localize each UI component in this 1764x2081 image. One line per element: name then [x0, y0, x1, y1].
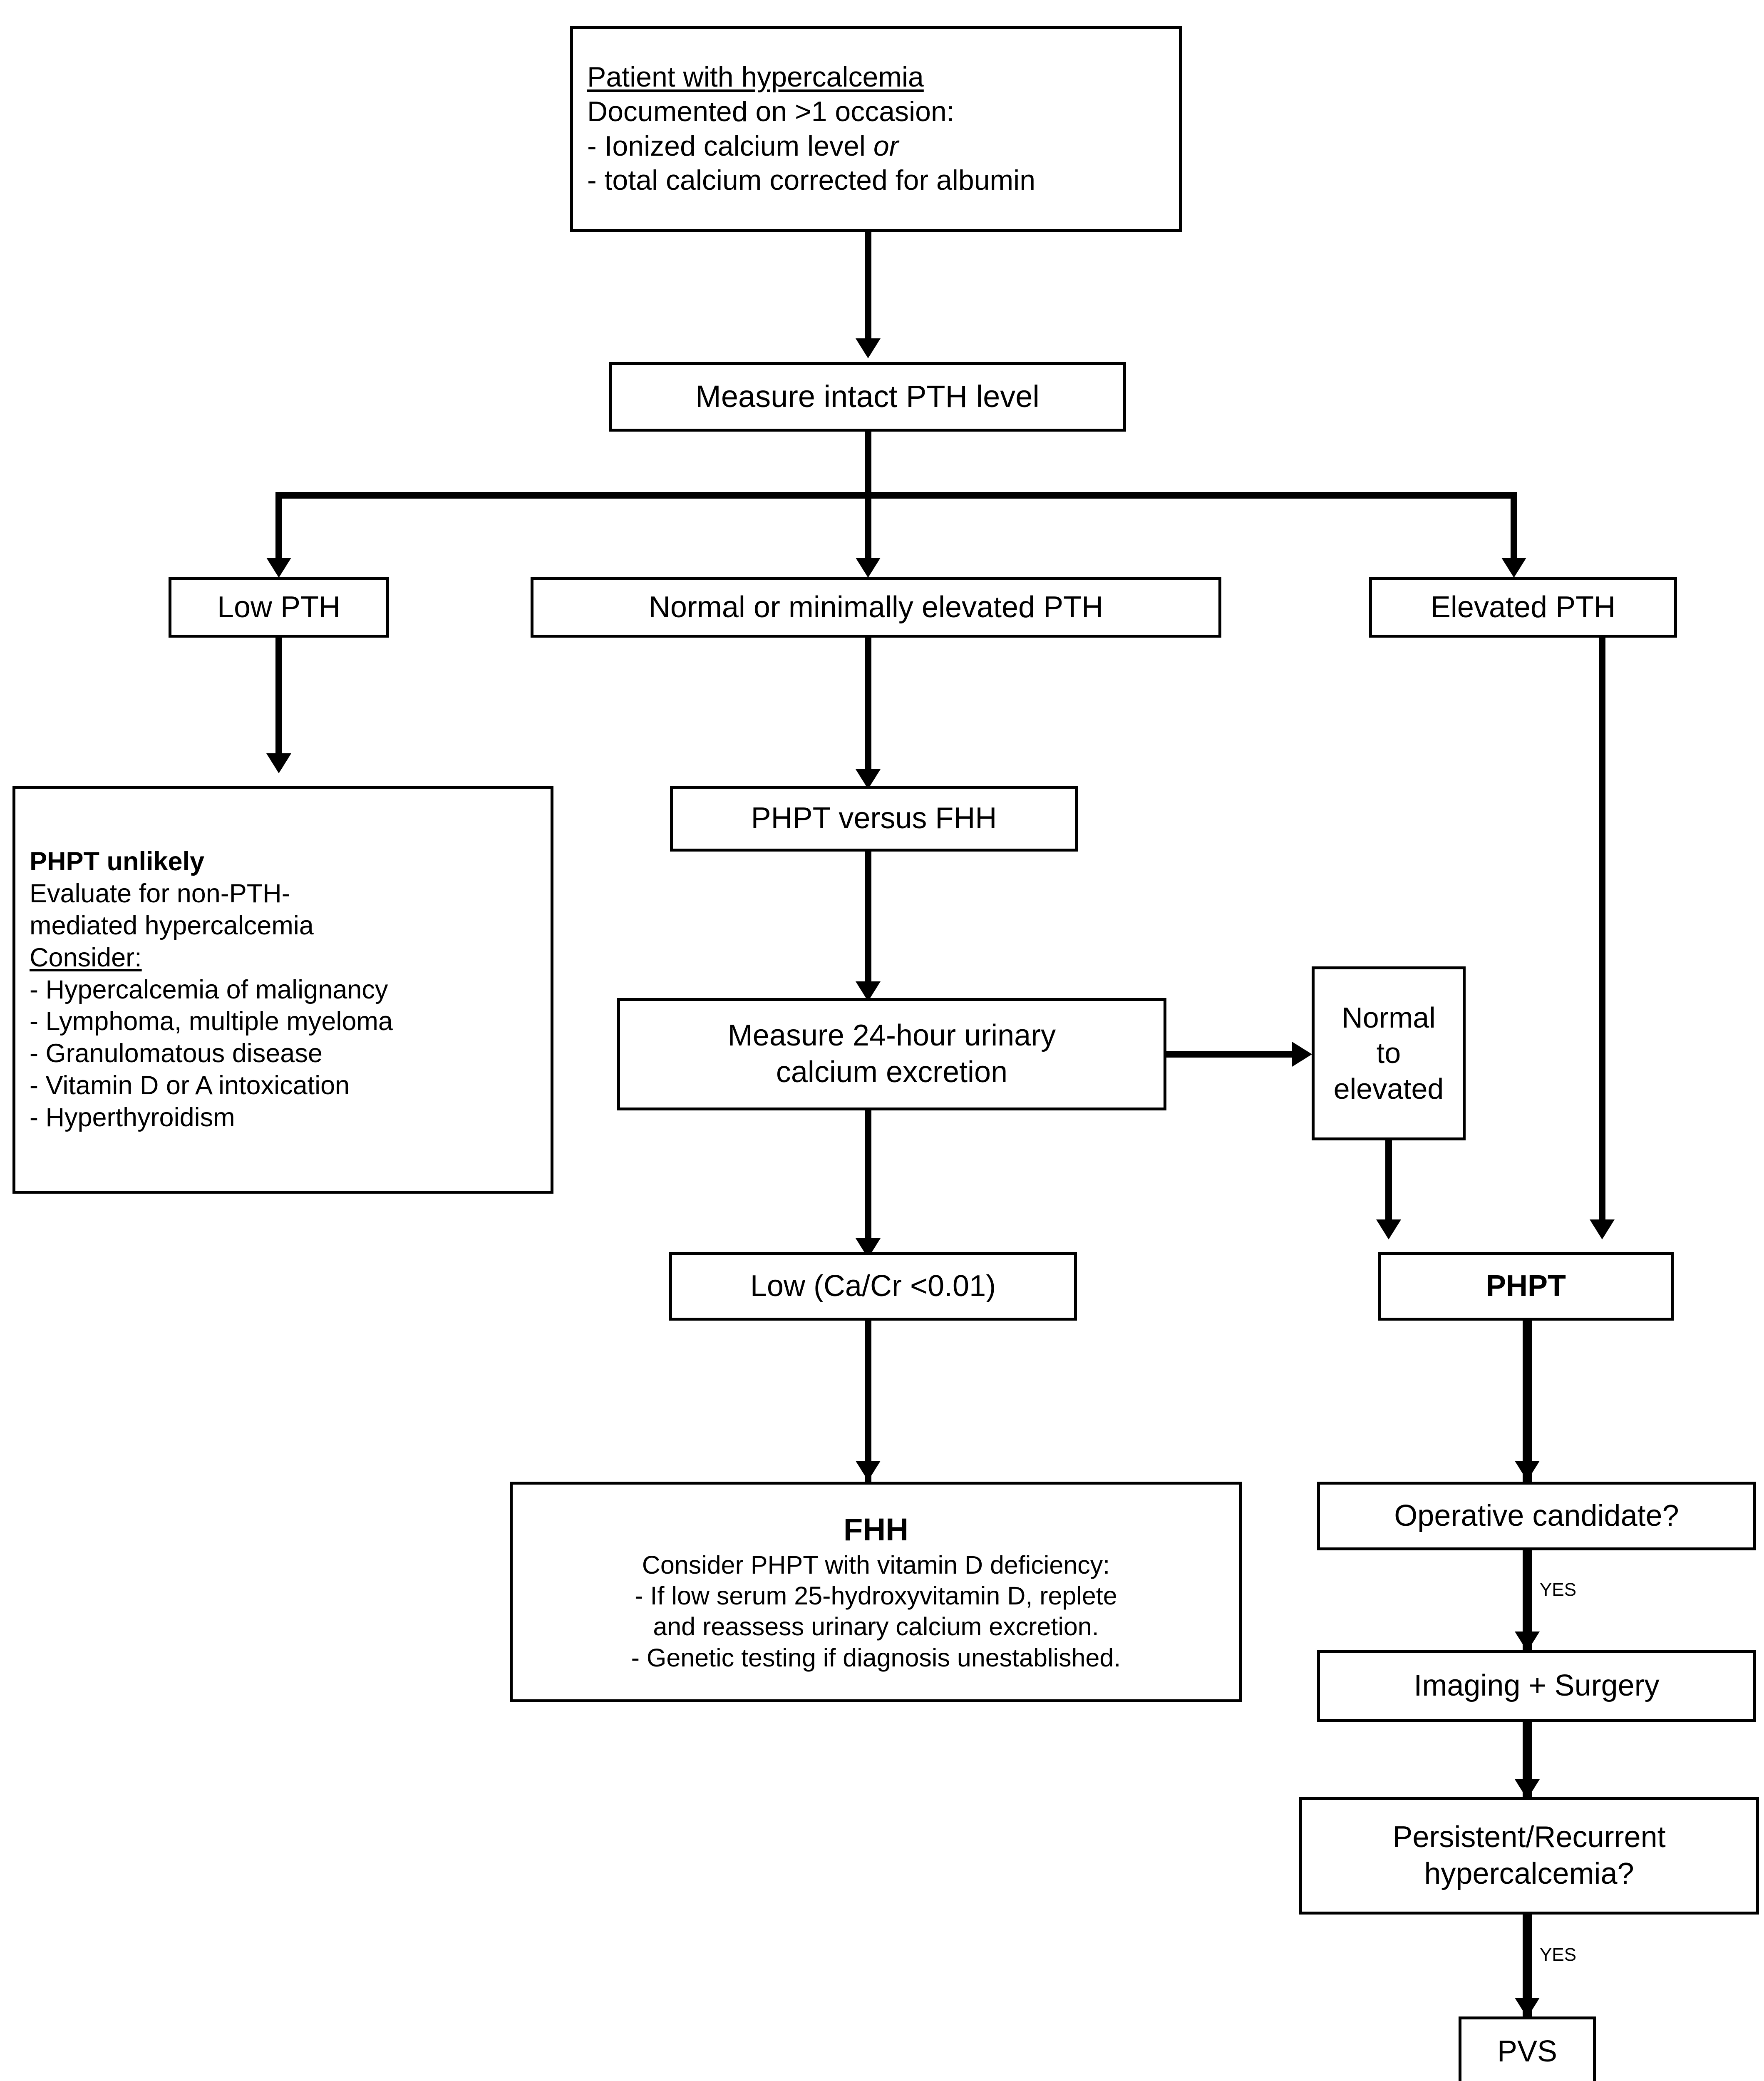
arrowhead-to-normal-pth	[856, 558, 881, 578]
fhh-line-2: - If low serum 25-hydroxyvitamin D, repl…	[635, 1581, 1117, 1610]
phpt-unlikely-item-3: - Vitamin D or A intoxication	[30, 1071, 350, 1100]
connector-normalpth-to-phpt-vs-fhh	[865, 638, 871, 782]
connector-phpt-to-operative-candidate	[1523, 1321, 1532, 1483]
arrowhead-persistent-to-pvs	[1515, 1998, 1540, 2018]
patient-heading: Patient with hypercalcemia	[587, 61, 924, 93]
connector-split-right	[1511, 492, 1517, 567]
arrowhead-patient-to-measure	[856, 338, 881, 358]
arrowhead-normalelevated-to-phpt	[1376, 1219, 1401, 1239]
connector-normalelevated-to-phpt	[1385, 1140, 1392, 1233]
node-measure-24-hour-urinary-calcium-excretion[interactable]: Measure 24-hour urinary calcium excretio…	[617, 998, 1166, 1110]
low-cacr-label: Low (Ca/Cr <0.01)	[750, 1269, 996, 1303]
patient-line-2-text: - Ionized calcium level	[587, 130, 873, 162]
node-measure-intact-pth-level[interactable]: Measure intact PTH level	[609, 362, 1126, 432]
node-patient-with-hypercalcemia[interactable]: Patient with hypercalcemia Documented on…	[570, 26, 1182, 232]
measure-urine-line-1: Measure 24-hour urinary	[727, 1019, 1056, 1053]
arrowhead-to-low-pth	[266, 558, 291, 578]
patient-line-1: Documented on >1 occasion:	[587, 95, 955, 127]
node-normal-to-elevated[interactable]: Normal to elevated	[1312, 966, 1466, 1140]
fhh-line-3: and reassess urinary calcium excretion.	[653, 1612, 1099, 1641]
patient-line-2: - Ionized calcium level or	[587, 129, 898, 164]
phpt-unlikely-item-1: - Lymphoma, multiple myeloma	[30, 1007, 393, 1036]
patient-line-2-or: or	[873, 130, 899, 162]
imaging-surgery-label: Imaging + Surgery	[1414, 1669, 1660, 1703]
fhh-line-4: - Genetic testing if diagnosis unestabli…	[631, 1643, 1121, 1672]
arrowhead-elevatedpth-to-phpt	[1590, 1219, 1615, 1239]
arrowhead-operative-to-imaging	[1515, 1632, 1540, 1651]
connector-measure-trunk	[865, 432, 871, 498]
low-pth-label: Low PTH	[217, 590, 341, 624]
connector-measureurine-to-normal-elevated	[1166, 1051, 1295, 1058]
phpt-unlikely-line-2: mediated hypercalcemia	[30, 911, 314, 940]
fhh-line-1: Consider PHPT with vitamin D deficiency:	[642, 1550, 1110, 1579]
connector-phptvsfhh-to-measure-urine	[865, 852, 871, 995]
elevated-pth-label: Elevated PTH	[1430, 590, 1616, 624]
connector-persistent-to-pvs	[1523, 1915, 1532, 2016]
normal-to-elevated-line-2: to	[1376, 1037, 1401, 1070]
normal-to-elevated-line-3: elevated	[1333, 1072, 1444, 1105]
measure-pth-label: Measure intact PTH level	[695, 379, 1040, 414]
phpt-unlikely-consider: Consider:	[30, 943, 142, 972]
node-phpt-versus-fhh[interactable]: PHPT versus FHH	[670, 786, 1078, 852]
node-normal-or-minimally-elevated-pth[interactable]: Normal or minimally elevated PTH	[531, 577, 1221, 638]
arrowhead-phpt-to-operative-candidate	[1515, 1461, 1540, 1481]
node-imaging-surgery[interactable]: Imaging + Surgery	[1317, 1650, 1756, 1722]
phpt-unlikely-line-1: Evaluate for non-PTH-	[30, 879, 290, 908]
phpt-unlikely-heading: PHPT unlikely	[30, 847, 205, 877]
pvs-label: PVS	[1497, 2035, 1558, 2069]
arrowhead-imaging-to-persistent	[1515, 1779, 1540, 1799]
arrowhead-lowpth-to-phpt-unlikely	[266, 753, 291, 773]
connector-lowcacr-to-fhh	[865, 1321, 871, 1483]
connector-split-bus	[275, 492, 1517, 499]
persistent-recurrent-line-2: hypercalcemia?	[1424, 1857, 1634, 1890]
arrowhead-measureurine-to-normal-elevated	[1292, 1042, 1312, 1067]
phpt-unlikely-item-0: - Hypercalcemia of malignancy	[30, 975, 388, 1004]
node-phpt-unlikely[interactable]: PHPT unlikely Evaluate for non-PTH- medi…	[12, 786, 553, 1194]
node-phpt[interactable]: PHPT	[1378, 1252, 1674, 1321]
phpt-unlikely-item-4: - Hyperthyroidism	[30, 1103, 235, 1132]
node-persistent-recurrent-hypercalcemia[interactable]: Persistent/Recurrent hypercalcemia?	[1299, 1797, 1759, 1915]
connector-split-left	[275, 492, 282, 567]
node-fhh[interactable]: FHH Consider PHPT with vitamin D deficie…	[510, 1482, 1242, 1702]
fhh-heading: FHH	[843, 1512, 909, 1547]
phpt-vs-fhh-label: PHPT versus FHH	[751, 802, 997, 835]
edge-label-yes-operative: YES	[1540, 1579, 1577, 1600]
connector-elevatedpth-to-phpt	[1599, 638, 1605, 1233]
connector-measureurine-to-low-cacr	[865, 1110, 871, 1254]
node-low-ca-cr[interactable]: Low (Ca/Cr <0.01)	[669, 1252, 1077, 1321]
node-pvs[interactable]: PVS	[1459, 2016, 1596, 2081]
node-elevated-pth[interactable]: Elevated PTH	[1369, 577, 1677, 638]
normal-to-elevated-line-1: Normal	[1342, 1001, 1436, 1034]
measure-urine-line-2: calcium excretion	[776, 1055, 1008, 1089]
connector-lowpth-to-phpt-unlikely	[275, 638, 282, 767]
operative-candidate-label: Operative candidate?	[1394, 1499, 1679, 1532]
connector-patient-to-measure	[865, 232, 871, 344]
arrowhead-lowcacr-to-fhh	[856, 1461, 881, 1481]
phpt-label: PHPT	[1486, 1269, 1566, 1303]
node-operative-candidate[interactable]: Operative candidate?	[1317, 1482, 1756, 1550]
node-low-pth[interactable]: Low PTH	[169, 577, 389, 638]
arrowhead-to-elevated-pth	[1501, 558, 1526, 578]
phpt-unlikely-item-2: - Granulomatous disease	[30, 1039, 323, 1068]
patient-line-3: - total calcium corrected for albumin	[587, 164, 1036, 196]
connector-split-mid	[865, 492, 871, 567]
normal-pth-label: Normal or minimally elevated PTH	[648, 590, 1104, 624]
connector-operative-to-imaging	[1523, 1550, 1532, 1650]
edge-label-yes-persistent: YES	[1540, 1944, 1577, 1965]
persistent-recurrent-line-1: Persistent/Recurrent	[1392, 1820, 1666, 1854]
